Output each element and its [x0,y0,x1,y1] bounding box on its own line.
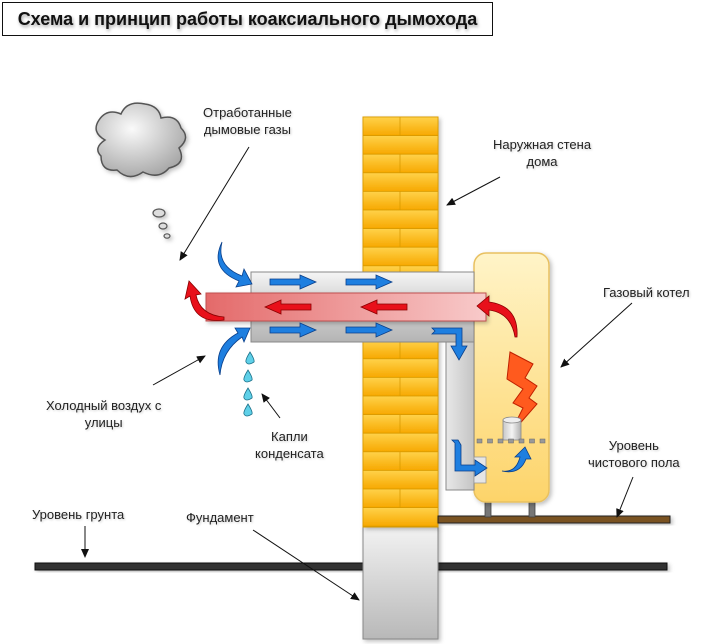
burner-grid-dash [497,438,504,444]
flue-gas-arrow [264,299,312,315]
brick-course [362,414,439,434]
title-box: Схема и принцип работы коаксиального дым… [2,2,493,36]
burner-grid [476,438,546,444]
brick-course [362,228,439,248]
label-floor-level: Уровень чистового пола [588,438,680,470]
pointer-condensate [261,393,281,419]
pointer-floor [616,476,634,518]
fresh-air-arrow-down [431,327,468,361]
label-outer-wall: Наружная стена дома [493,137,592,169]
brick-course [362,190,439,211]
smoke-cloud-icon [95,102,187,239]
brick-course [362,209,439,230]
label-condensate: Капли конденсата [255,429,324,461]
burner-grid-dash [508,438,514,444]
label-foundation: Фундамент [186,510,254,525]
burner-icon [502,416,522,441]
brick-course [362,376,439,397]
flue-gas-from-boiler-arrow [476,295,518,338]
burner-grid-dash [539,438,546,444]
brick-course [362,488,439,509]
fresh-air-arrow-into-boiler [451,439,488,477]
condensate-droplet [243,403,253,417]
brick-course [362,172,439,192]
flame-icon [506,351,538,437]
burner-grid-dash [487,438,493,444]
flue-gas-arrow [360,299,408,315]
brick-course [362,246,439,267]
pointer-foundation [252,529,360,601]
brick-course [362,507,439,527]
ground-level-line [34,562,668,571]
brick-course [362,358,439,378]
brick-course [362,153,439,174]
condensate-droplet [243,387,253,401]
pointer-cold-air [152,355,206,386]
foundation-block [362,526,439,640]
brick-course [362,395,439,416]
condensate-droplet [245,351,255,365]
floor-level-board [437,515,671,524]
pointer-exhaust [179,146,250,261]
inner-flue-pipe [205,292,487,322]
brick-course [362,469,439,490]
burner-grid-dash [476,438,483,444]
brick-course [362,339,439,360]
burner-grid-dash [529,438,535,444]
label-gas-boiler: Газовый котел [603,285,690,300]
flue-gas-exit-arrow [184,280,225,321]
label-ground-level: Уровень грунта [32,507,125,522]
pointer-boiler [560,302,633,368]
brick-course [362,432,439,453]
diagram-title: Схема и принцип работы коаксиального дым… [17,8,478,29]
condensate-droplet [243,369,253,383]
brick-course [362,451,439,471]
pointer-outer-wall [446,176,501,206]
label-cold-air: Холодный воздух с улицы [46,398,162,430]
fresh-air-arrow [269,322,317,338]
fresh-air-arrow [345,274,393,290]
cold-air-inlet-arrow-bottom [217,327,251,376]
fresh-air-arrow [269,274,317,290]
label-exhaust-gases: Отработанные дымовые газы [203,105,292,137]
fresh-air-arrow [345,322,393,338]
brick-course [362,135,439,155]
burner-grid-dash [518,438,525,444]
cold-air-inlet-arrow-top [217,241,253,288]
brick-course [362,116,439,137]
fresh-air-arrow-up [501,446,532,473]
